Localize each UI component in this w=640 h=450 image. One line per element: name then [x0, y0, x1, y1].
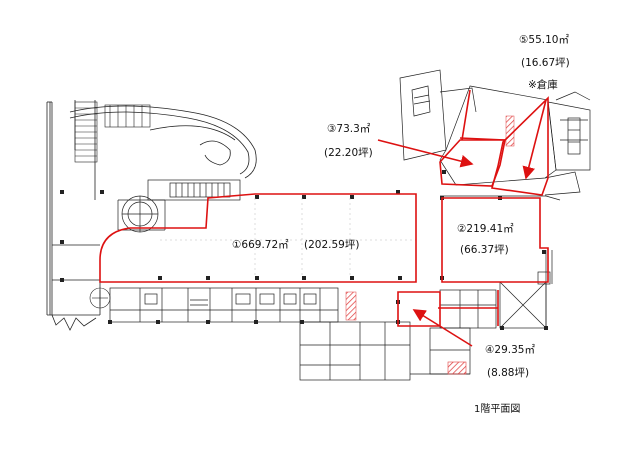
- hatch-area-mid: [345, 291, 357, 321]
- arrow-zone-4: [412, 309, 473, 347]
- zone-4-tsubo-label: (8.88坪): [487, 367, 530, 379]
- zone-5-outline: [490, 96, 549, 196]
- arrow-zone-5: [522, 99, 547, 180]
- top-right-structures: [399, 69, 591, 201]
- zone-3-tsubo-label: (22.20坪): [324, 147, 373, 159]
- zone-3-outline: [439, 139, 506, 187]
- zone-1-outline: [99, 193, 417, 283]
- zone-4-area-label: ④29.35㎡: [485, 344, 535, 356]
- zone-1-tsubo-label: (202.59坪): [304, 239, 360, 251]
- zone-1-area-label: ①669.72㎡: [232, 239, 289, 251]
- zone-3-area-label: ③73.3㎡: [327, 123, 371, 135]
- hatch-area-top: [505, 115, 515, 147]
- callout-arrows: [377, 99, 547, 347]
- stair-top-left: [74, 101, 151, 163]
- lower-extension: [299, 321, 471, 381]
- hatch-area-bottom: [447, 361, 467, 375]
- zone-5-area-label: ⑤55.10㎡: [519, 34, 569, 46]
- arrow-zone-3: [377, 139, 474, 168]
- zone-4-outline: [397, 291, 441, 327]
- zone-2-area-label: ②219.41㎡: [457, 223, 514, 235]
- zone-5-tsubo-label: (16.67坪): [521, 57, 570, 69]
- lobby-core: [117, 179, 241, 233]
- highlight-zones: [99, 89, 549, 327]
- zone-2-outline: [441, 197, 549, 283]
- grid-lines: [160, 198, 416, 278]
- entrance-circle: [89, 287, 111, 309]
- zone-2-tsubo-label: (66.37坪): [460, 244, 509, 256]
- zone-5-note-label: ※倉庫: [528, 79, 558, 91]
- service-strip: [109, 287, 339, 323]
- right-services: [439, 250, 553, 330]
- floor-title: 1階平面図: [474, 404, 521, 415]
